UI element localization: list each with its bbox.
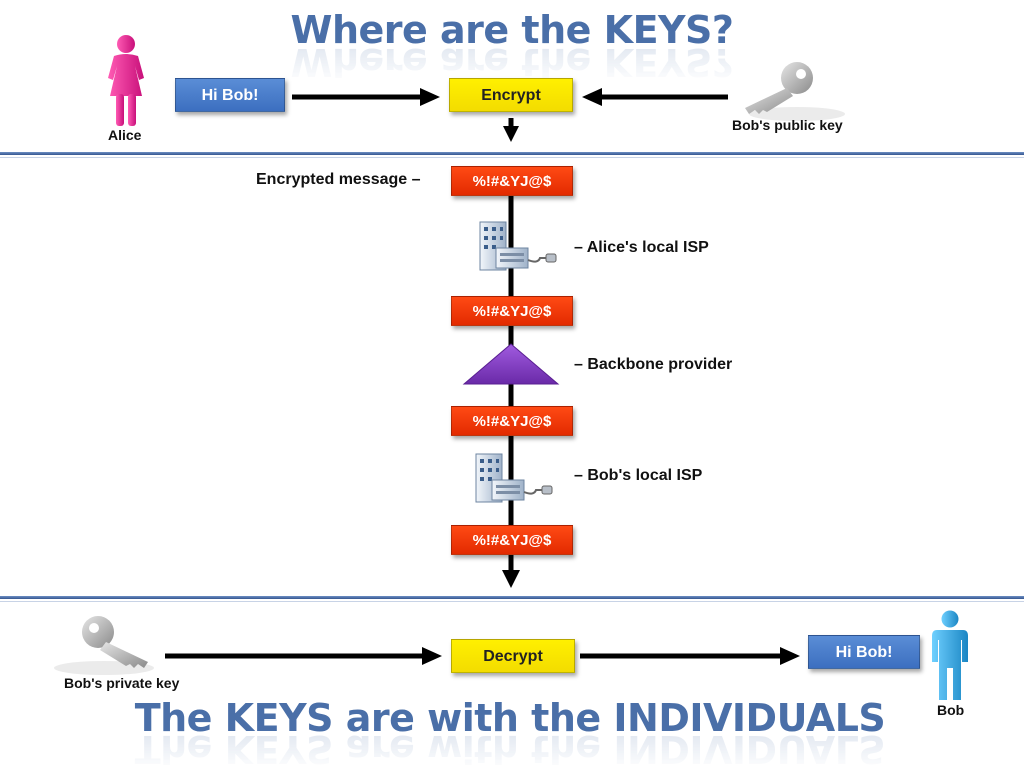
arrow-encrypt-down-head <box>503 126 519 142</box>
upper-divider-shadow <box>0 157 1024 158</box>
public-key-label: Bob's public key <box>732 117 843 133</box>
encrypted-message-label: Encrypted message – <box>256 171 421 188</box>
backbone-triangle-icon <box>462 342 560 386</box>
arrow-decrypt-to-bob-head <box>780 647 800 665</box>
alice-message-box: Hi Bob! <box>175 78 285 112</box>
bottom-title: The KEYS are with the INDIVIDUALS <box>134 696 886 740</box>
private-key-label: Bob's private key <box>64 675 180 691</box>
transmission-line-head <box>502 570 520 588</box>
decrypt-box: Decrypt <box>451 639 575 673</box>
bob-message-box: Hi Bob! <box>808 635 920 669</box>
cipher-box-4: %!#&YJ@$ <box>451 525 573 555</box>
alice-label: Alice <box>108 127 142 143</box>
bob-isp-label: – Bob's local ISP <box>574 467 703 484</box>
bob-icon <box>928 610 972 702</box>
lower-divider-shadow <box>0 601 1024 602</box>
cipher-box-1: %!#&YJ@$ <box>451 166 573 196</box>
top-title: Where are the KEYS? <box>290 8 734 52</box>
arrow-from-public-key-head <box>582 88 602 106</box>
lower-divider <box>0 596 1024 599</box>
bob-label: Bob <box>937 702 965 718</box>
upper-divider <box>0 152 1024 155</box>
arrow-to-encrypt-head <box>420 88 440 106</box>
encrypt-box: Encrypt <box>449 78 573 112</box>
bob-isp-server-icon <box>470 450 554 508</box>
backbone-label: – Backbone provider <box>574 356 733 373</box>
cipher-box-3: %!#&YJ@$ <box>451 406 573 436</box>
alice-icon <box>100 34 152 130</box>
cipher-box-2: %!#&YJ@$ <box>451 296 573 326</box>
alice-isp-server-icon <box>474 218 558 276</box>
public-key-icon <box>735 60 845 121</box>
private-key-icon <box>48 614 160 676</box>
alice-isp-label: – Alice's local ISP <box>574 239 709 256</box>
arrow-private-key-to-decrypt-head <box>422 647 442 665</box>
